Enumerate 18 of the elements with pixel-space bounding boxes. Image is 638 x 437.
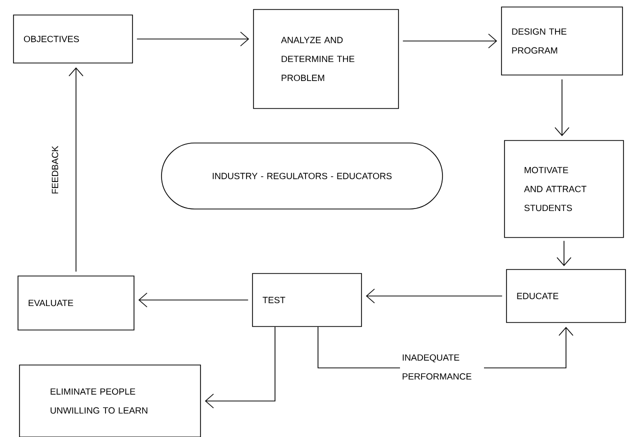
arrow — [402, 34, 498, 48]
arrow — [366, 288, 502, 304]
arrow — [136, 32, 250, 46]
process-box: ANALYZE AND DETERMINE THE PROBLEM — [253, 9, 399, 109]
arrow — [554, 79, 570, 136]
process-box: DESIGN THE PROGRAM — [501, 6, 623, 76]
process-box: EVALUATE — [18, 276, 134, 330]
process-box: OBJECTIVES — [13, 14, 133, 64]
arrow — [204, 326, 276, 408]
process-box: TEST — [252, 273, 362, 327]
process-box: ELIMINATE PEOPLE UNWILLING TO LEARN — [19, 364, 201, 437]
arrow — [68, 67, 84, 272]
arrow — [138, 292, 248, 308]
process-box: MOTIVATE AND ATTRACT STUDENTS — [504, 140, 624, 238]
edge-label: INADEQUATE PERFORMANCE — [400, 352, 484, 382]
process-box: EDUCATE — [506, 269, 626, 323]
arrow — [556, 240, 572, 266]
edge-label: FEEDBACK — [50, 144, 60, 196]
